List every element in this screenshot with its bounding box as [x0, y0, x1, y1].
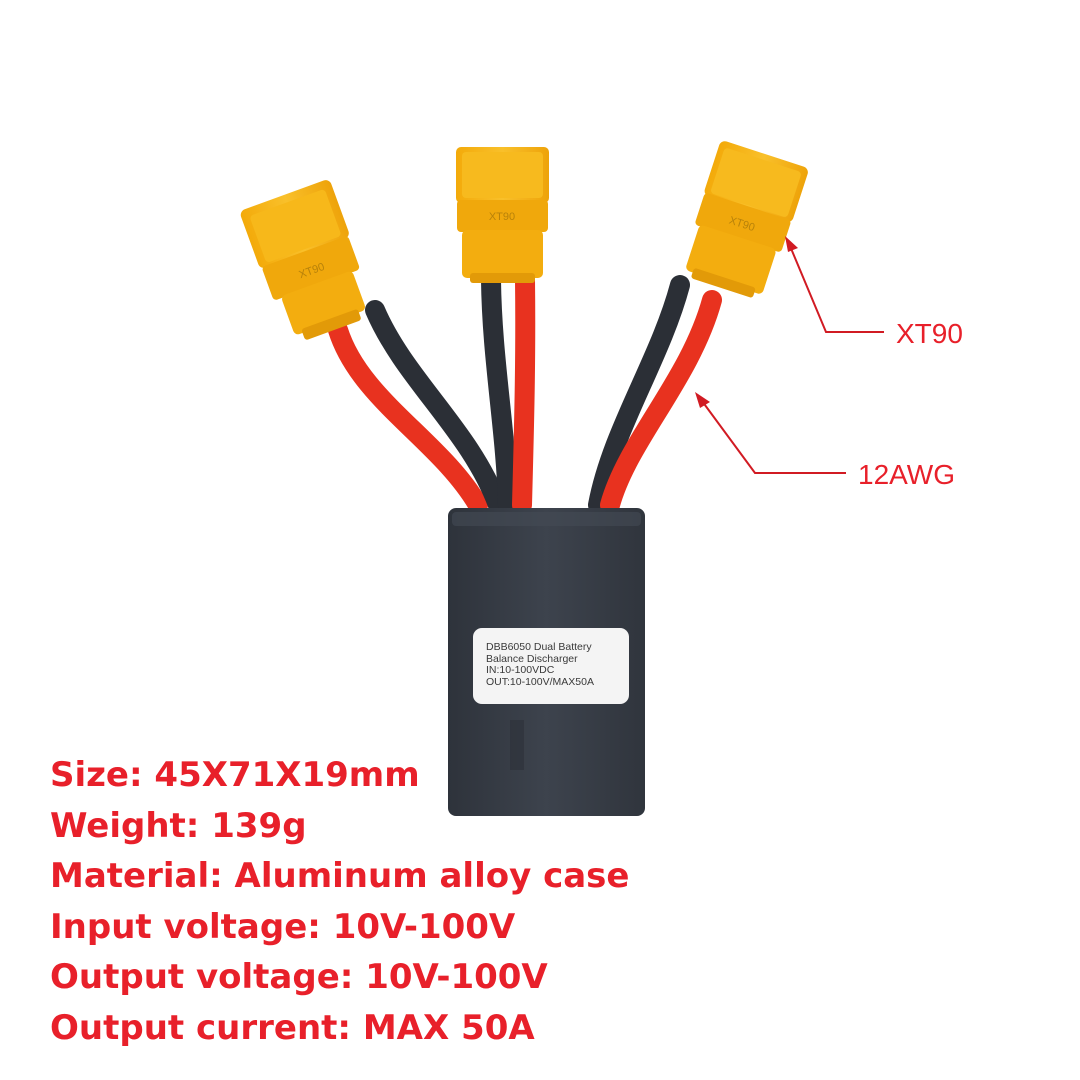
- sticker-line-input: IN:10-100VDC: [486, 664, 555, 676]
- callout-arrow-xt90: [785, 236, 884, 333]
- sticker-line-description: Balance Discharger: [486, 652, 578, 665]
- xt90-connector-left: XT90: [240, 180, 365, 340]
- middle-red-wire: [512, 270, 536, 515]
- spec-weight: Weight: 139g: [50, 805, 307, 846]
- sticker-line-output: OUT:10-100V/MAX50A: [486, 675, 594, 688]
- callout-label-xt90: XT90: [896, 318, 963, 349]
- callout-arrow-12awg: [695, 392, 846, 474]
- device-sticker: DBB6050 Dual Battery Balance Discharger …: [473, 628, 629, 704]
- right-red-wire: [600, 290, 722, 515]
- right-black-wire: [588, 275, 690, 515]
- sticker-line-model: DBB6050 Dual Battery: [486, 641, 592, 653]
- xt90-connector-middle: XT90: [456, 147, 549, 283]
- wires: [328, 270, 722, 515]
- middle-black-wire: [481, 270, 518, 515]
- spec-input-voltage: Input voltage: 10V-100V: [50, 906, 516, 947]
- connector-marking-middle: XT90: [489, 211, 515, 223]
- left-red-wire: [328, 320, 488, 515]
- xt90-connector-right: XT90: [686, 141, 808, 298]
- spec-list: Size: 45X71X19mm Weight: 139g Material: …: [50, 750, 750, 1053]
- spec-material: Material: Aluminum alloy case: [50, 856, 630, 896]
- callout-label-12awg: 12AWG: [858, 459, 955, 490]
- left-black-wire: [365, 300, 508, 515]
- spec-output-current: Output current: MAX 50A: [50, 1007, 535, 1048]
- spec-output-voltage: Output voltage: 10V-100V: [50, 957, 548, 997]
- spec-size: Size: 45X71X19mm: [50, 755, 420, 795]
